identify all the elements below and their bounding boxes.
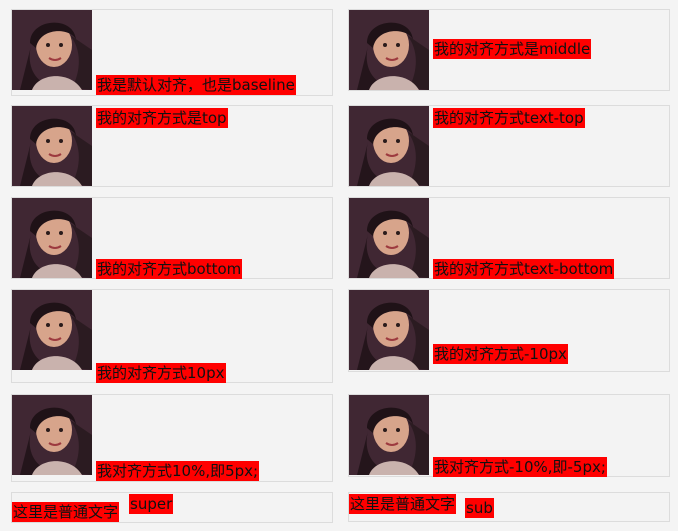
portrait-photo xyxy=(12,395,92,475)
portrait-photo-icon xyxy=(349,198,429,278)
demo-box-neg10pct: 我对齐方式-10%,即-5px; xyxy=(348,394,670,477)
neg10pct-label: 我对齐方式-10%,即-5px; xyxy=(433,457,607,477)
neg10px-label: 我的对齐方式-10px xyxy=(433,344,568,364)
portrait-photo xyxy=(12,10,92,90)
portrait-photo xyxy=(12,290,92,370)
portrait-photo-icon xyxy=(12,10,92,90)
demo-box-top: 我的对齐方式是top xyxy=(11,105,333,187)
portrait-photo-icon xyxy=(349,290,429,370)
portrait-photo xyxy=(349,198,429,278)
portrait-photo-icon xyxy=(349,106,429,186)
super-label: super xyxy=(129,494,174,514)
text-top-label: 我的对齐方式text-top xyxy=(433,108,585,128)
demo-box-sub: 这里是普通文字 sub xyxy=(348,492,670,522)
sub-label: sub xyxy=(465,498,494,518)
text-bottom-label: 我的对齐方式text-bottom xyxy=(433,259,615,279)
portrait-photo-icon xyxy=(349,10,429,90)
demo-box-middle: 我的对齐方式是middle xyxy=(348,9,670,91)
bottom-label: 我的对齐方式bottom xyxy=(96,259,243,279)
portrait-photo xyxy=(349,106,429,186)
plain-text-sub: 这里是普通文字 xyxy=(349,494,457,514)
portrait-photo xyxy=(12,198,92,278)
demo-box-10pct: 我对齐方式10%,即5px; xyxy=(11,394,333,482)
portrait-photo-icon xyxy=(12,198,92,278)
portrait-photo-icon xyxy=(12,290,92,370)
demo-box-10px: 我的对齐方式10px xyxy=(11,289,333,383)
top-label: 我的对齐方式是top xyxy=(96,108,228,128)
portrait-photo-icon xyxy=(12,106,92,186)
portrait-photo xyxy=(12,106,92,186)
demo-box-baseline: 我是默认对齐，也是baseline xyxy=(11,9,333,96)
portrait-photo-icon xyxy=(12,395,92,475)
portrait-photo xyxy=(349,290,429,370)
portrait-photo-icon xyxy=(349,395,429,475)
demo-box-text-bottom: 我的对齐方式text-bottom xyxy=(348,197,670,279)
baseline-label: 我是默认对齐，也是baseline xyxy=(96,75,296,95)
demo-box-super: 这里是普通文字 super xyxy=(11,492,333,523)
10px-label: 我的对齐方式10px xyxy=(96,363,226,383)
middle-label: 我的对齐方式是middle xyxy=(433,39,592,59)
demo-box-text-top: 我的对齐方式text-top xyxy=(348,105,670,187)
demo-box-bottom: 我的对齐方式bottom xyxy=(11,197,333,279)
plain-text-super: 这里是普通文字 xyxy=(12,502,120,522)
demo-box-neg10px: 我的对齐方式-10px xyxy=(348,289,670,372)
portrait-photo xyxy=(349,10,429,90)
10pct-label: 我对齐方式10%,即5px; xyxy=(96,461,260,481)
portrait-photo xyxy=(349,395,429,475)
